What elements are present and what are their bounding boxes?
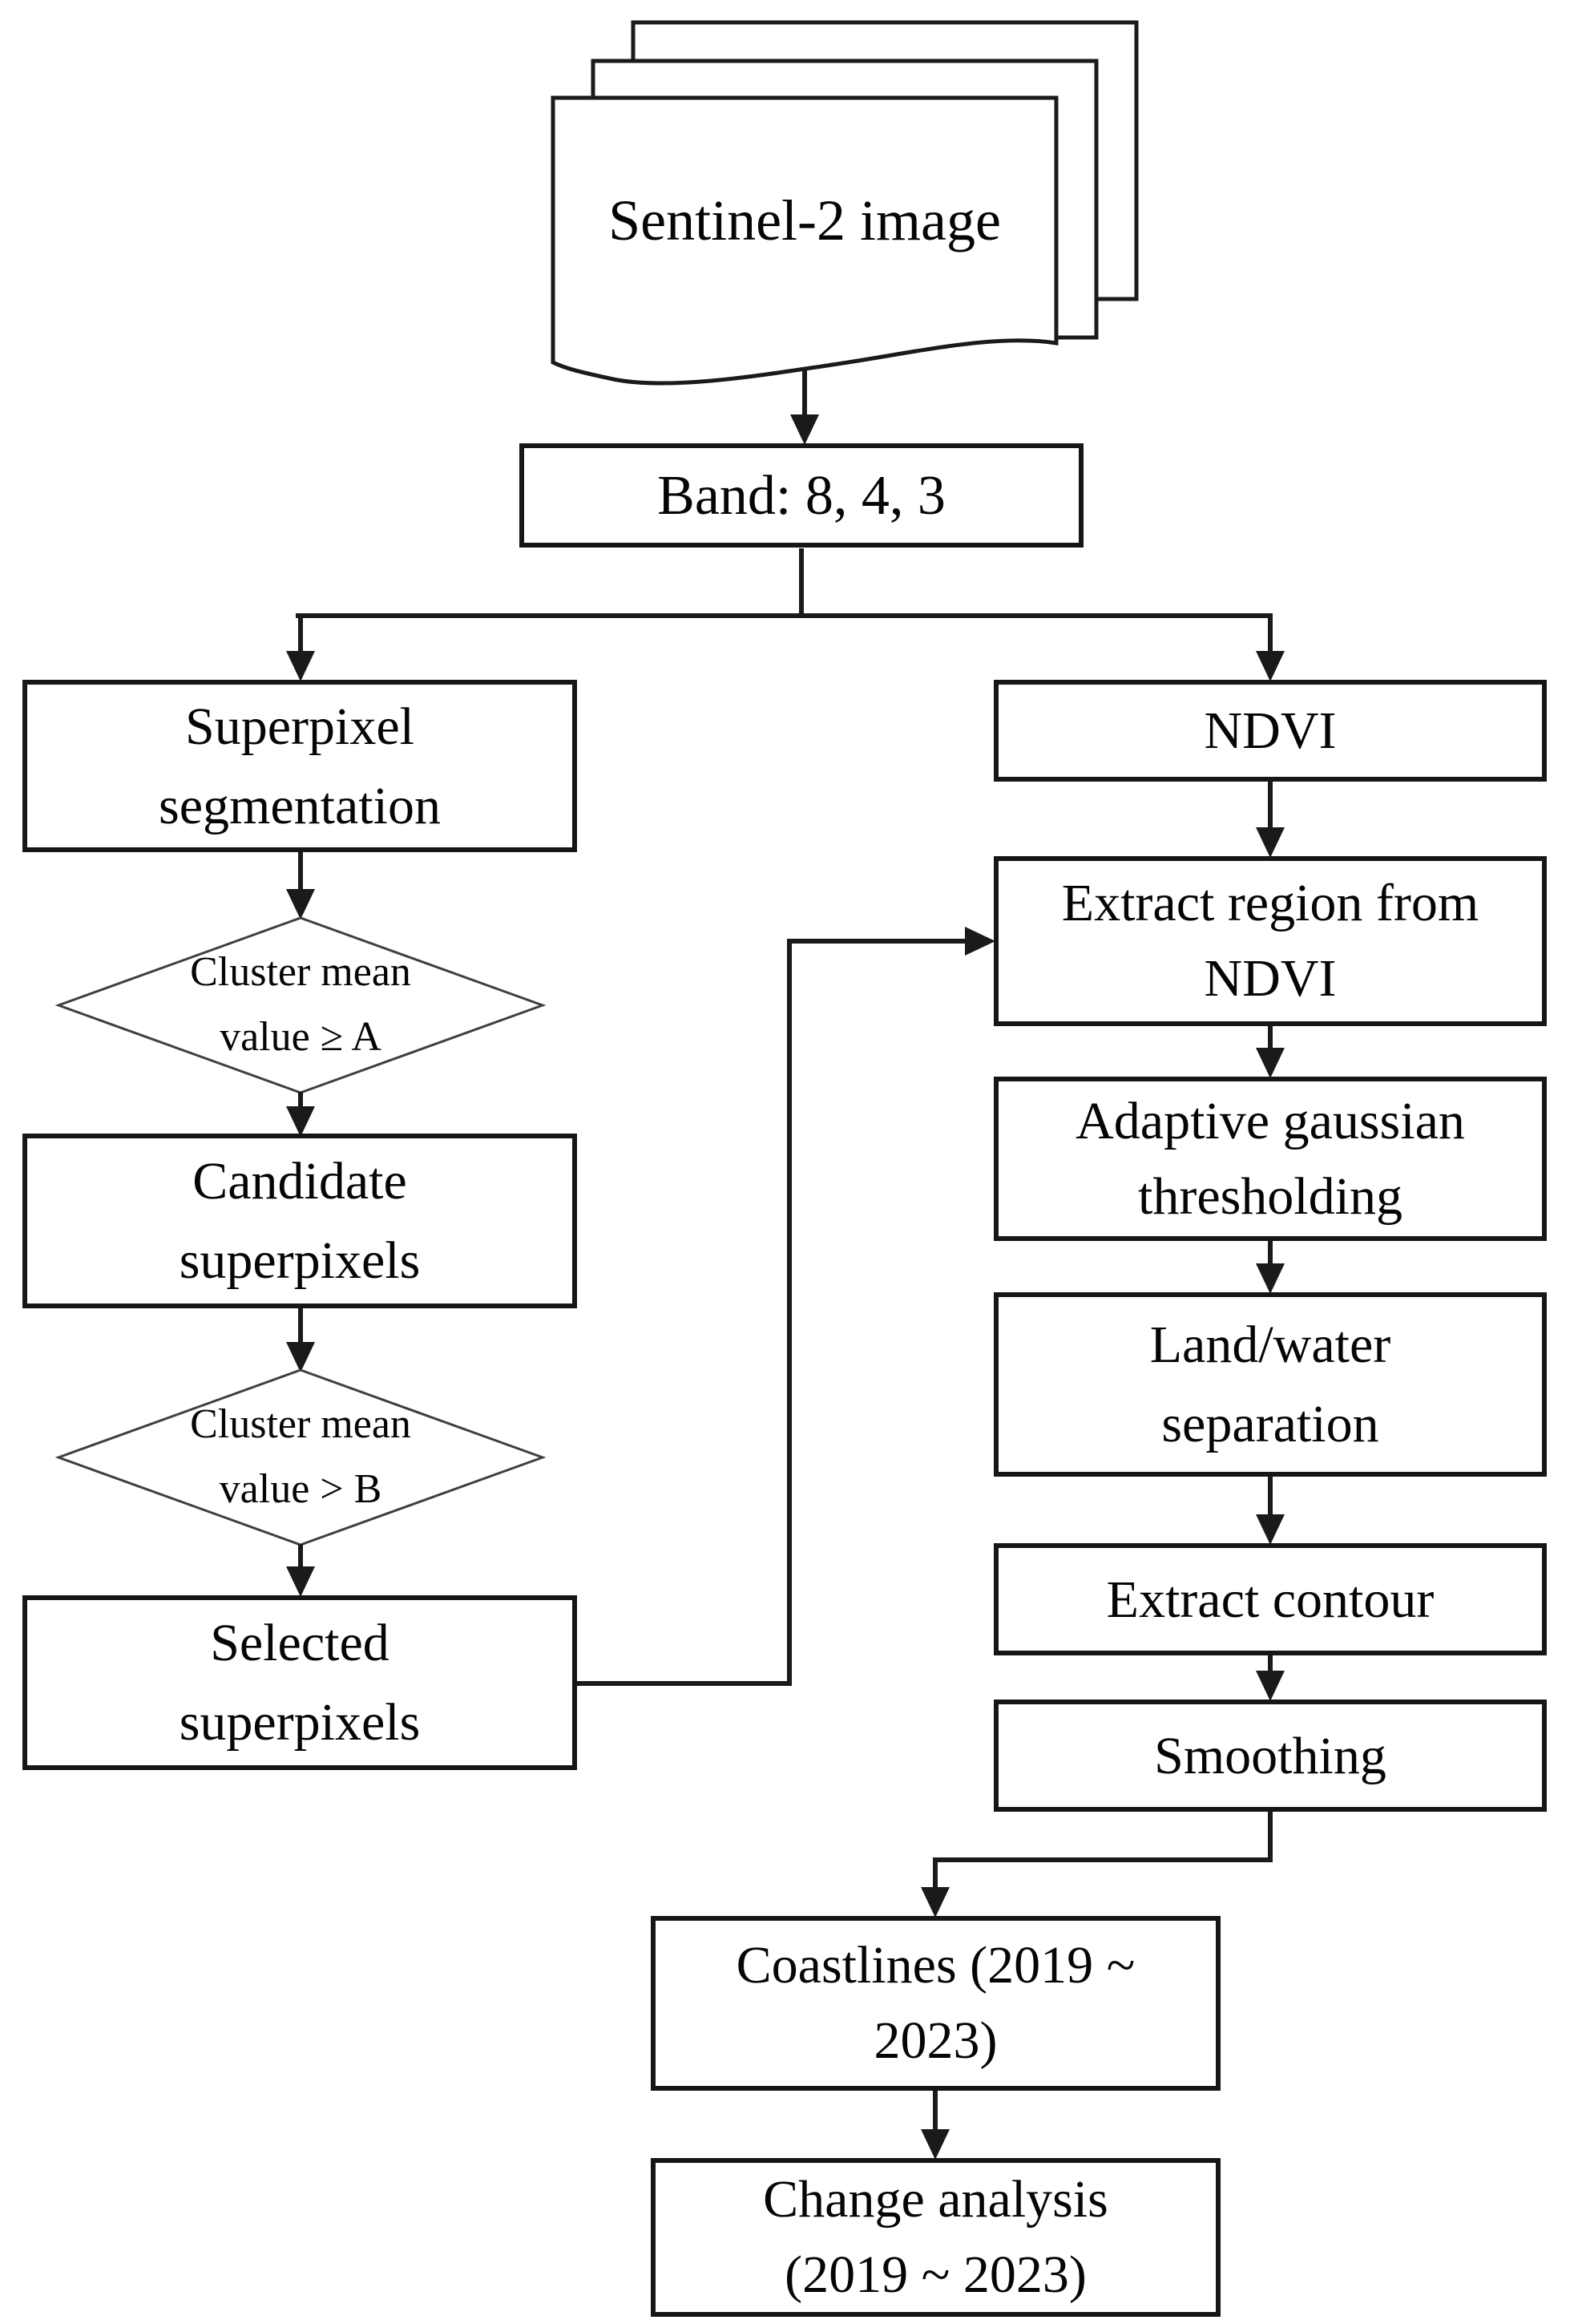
edge-smoothing-coastlines-arrowhead [921,1887,950,1918]
edge-smoothing-coastlines-line [933,1809,1273,1889]
node-band: Band: 8, 4, 3 [519,443,1084,548]
node-extract-region-from-ndvi-label: Extract region from NDVI [1061,874,1479,1008]
edge-adaptive-landwater-arrowhead [1256,1263,1285,1294]
edge-superpixel-decision-a-arrowhead [286,889,315,919]
node-extract-contour: Extract contour [994,1543,1547,1655]
node-adaptive-gaussian-thresholding-label: Adaptive gaussian thresholding [1076,1091,1465,1226]
node-candidate-superpixels: Candidate superpixels [22,1134,577,1308]
edge-extract-region-adaptive-arrowhead [1256,1048,1285,1078]
document-stack-front-page [551,95,1059,386]
node-band-label: Band: 8, 4, 3 [657,464,946,527]
node-decision-cluster-mean-a: Cluster mean value ≥ A [108,933,493,1077]
edge-coastlines-change-arrowhead [921,2129,950,2160]
node-land-water-separation: Land/water separation [994,1292,1547,1477]
node-smoothing-label: Smoothing [1154,1726,1386,1785]
edge-split-ndvi-arrowhead [1256,651,1285,681]
edge-decision-a-candidate-arrowhead [286,1106,315,1137]
edge-landwater-contour-arrowhead [1256,1514,1285,1545]
node-ndvi: NDVI [994,680,1547,782]
node-superpixel-segmentation: Superpixel segmentation [22,680,577,852]
edge-candidate-decision-b-arrowhead [286,1342,315,1372]
edge-split-superpixel-arrowhead [286,651,315,681]
node-land-water-separation-label: Land/water separation [1149,1316,1391,1453]
edge-contour-smoothing-arrowhead [1256,1671,1285,1701]
node-ndvi-label: NDVI [1204,701,1337,760]
node-decision-cluster-mean-b: Cluster mean value > B [108,1385,493,1530]
node-candidate-superpixels-label: Candidate superpixels [179,1152,421,1290]
node-extract-contour-label: Extract contour [1106,1570,1435,1629]
node-coastlines-label: Coastlines (2019 ~ 2023) [736,1936,1136,2070]
node-extract-region-from-ndvi: Extract region from NDVI [994,856,1547,1026]
node-decision-cluster-mean-a-label: Cluster mean value ≥ A [190,949,411,1060]
node-smoothing: Smoothing [994,1700,1547,1812]
edge-decision-b-selected-arrowhead [286,1566,315,1597]
edge-selected-extract-region-line [575,939,967,1686]
node-sentinel-image: Sentinel-2 image [553,120,1056,321]
node-superpixel-segmentation-label: Superpixel segmentation [159,697,441,835]
node-sentinel-image-label: Sentinel-2 image [608,188,1001,253]
node-coastlines: Coastlines (2019 ~ 2023) [651,1916,1221,2091]
node-selected-superpixels: Selected superpixels [22,1595,577,1770]
edge-sentinel-band-arrowhead [790,414,819,445]
node-change-analysis-label: Change analysis (2019 ~ 2023) [763,2170,1108,2304]
node-adaptive-gaussian-thresholding: Adaptive gaussian thresholding [994,1077,1547,1241]
node-selected-superpixels-label: Selected superpixels [179,1614,421,1752]
node-decision-cluster-mean-b-label: Cluster mean value > B [190,1401,411,1512]
node-change-analysis: Change analysis (2019 ~ 2023) [651,2158,1221,2317]
edge-ndvi-extract-region-arrowhead [1256,827,1285,858]
edge-selected-extract-region-arrowhead [965,927,995,956]
